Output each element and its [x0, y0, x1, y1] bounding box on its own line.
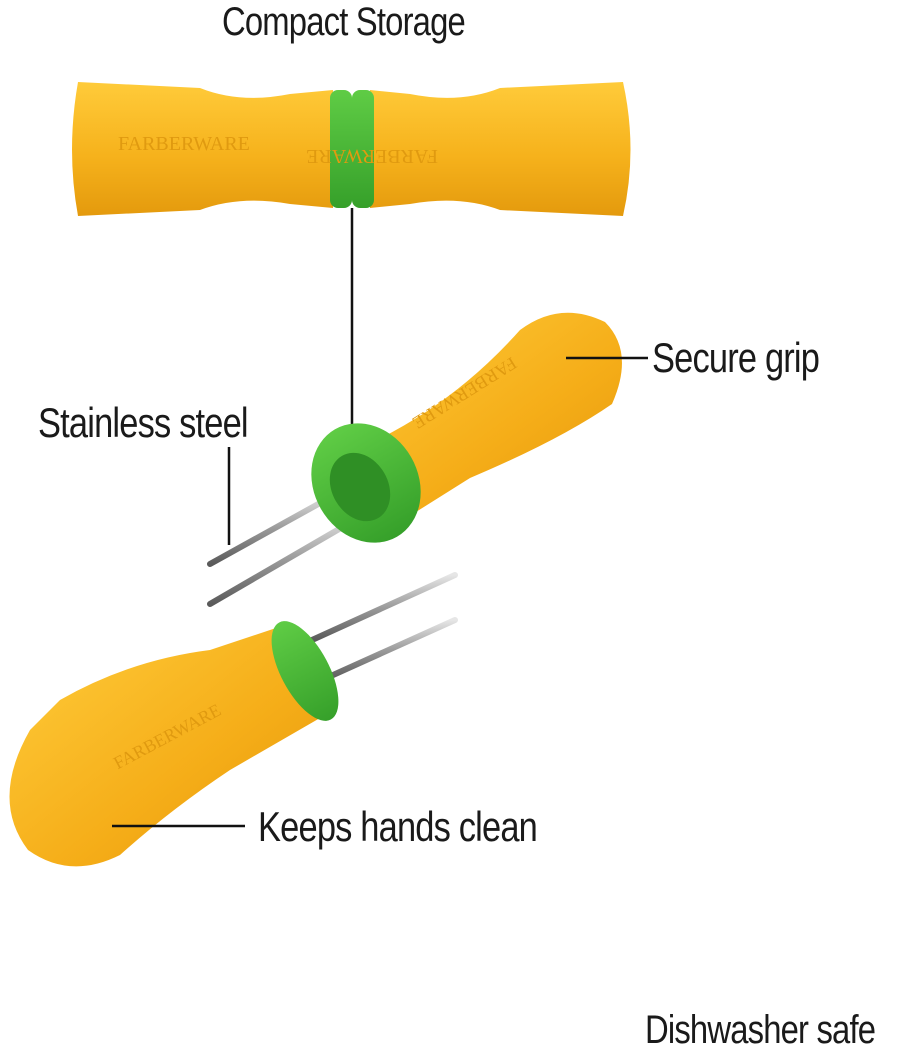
bottom-handle [9, 625, 320, 867]
brand-logo-left: FARBERWARE [118, 133, 250, 155]
stored-handle-left [72, 82, 333, 216]
stored-holder-pair: FARBERWARE FARBERWARE [72, 82, 631, 216]
holder-middle: FARBERWARE [207, 312, 622, 607]
compact-storage-title: Compact Storage [222, 0, 466, 44]
stored-band-left [330, 90, 352, 208]
stored-handle-right [370, 82, 631, 216]
prong [319, 617, 458, 683]
prong [309, 572, 458, 643]
brand-logo-right: FARBERWARE [306, 145, 438, 167]
holder-bottom: FARBERWARE [9, 572, 458, 867]
keeps-hands-clean-label: Keeps hands clean [258, 803, 538, 850]
bottom-band [271, 621, 339, 721]
stainless-steel-label: Stainless steel [38, 399, 249, 446]
secure-grip-label: Secure grip [652, 334, 820, 381]
stored-band-right [352, 90, 374, 208]
